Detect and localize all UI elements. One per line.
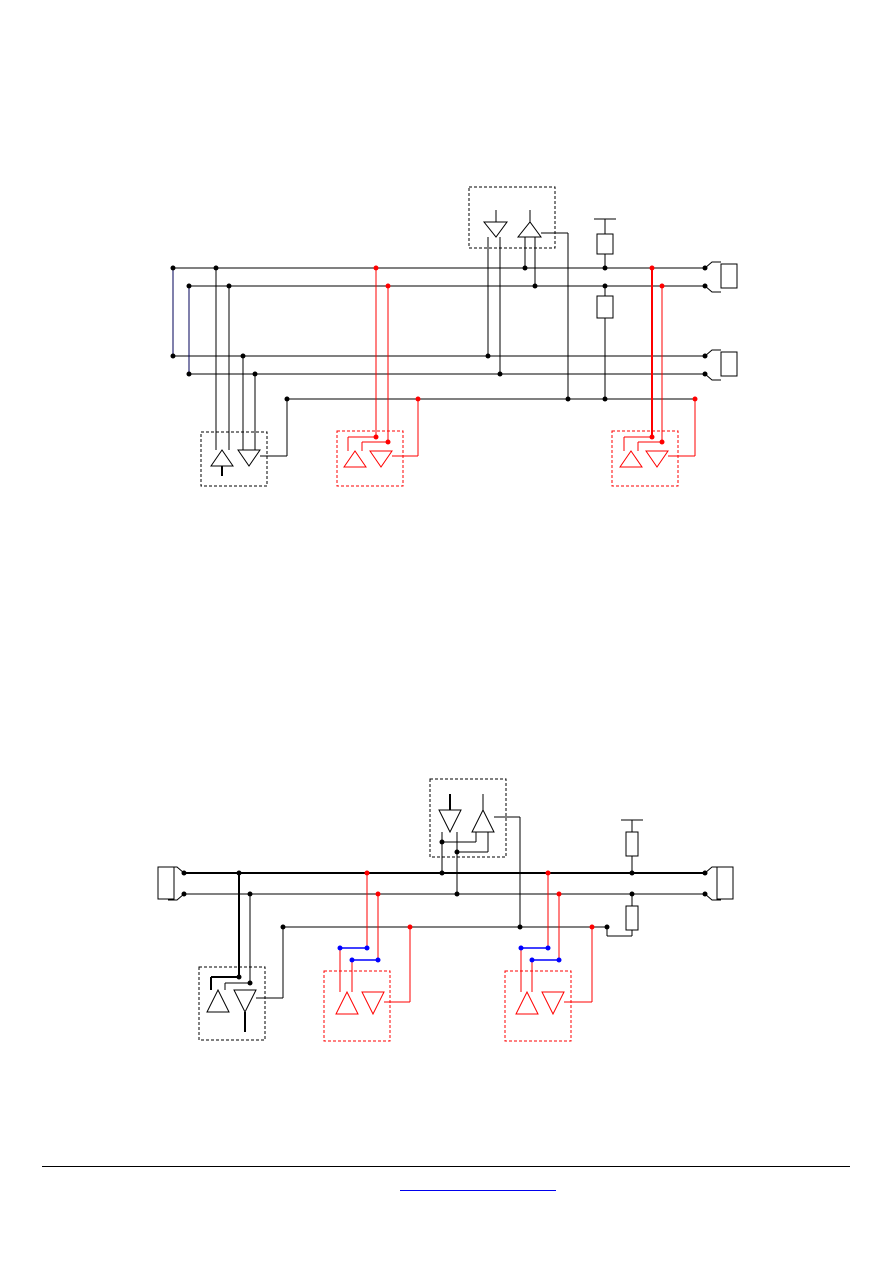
footer-link[interactable] — [400, 1180, 556, 1191]
red-transceiver-box-2 — [504, 970, 572, 1042]
left-transceiver-box — [200, 431, 268, 487]
top-transceiver-box — [468, 186, 556, 249]
top-network-diagram — [170, 186, 738, 487]
footer-divider — [42, 1166, 850, 1167]
bottom-network-diagram — [157, 778, 734, 1042]
red-transceiver-box-1 — [336, 430, 404, 487]
left-transceiver-box — [198, 966, 266, 1041]
red-transceiver-box-1 — [323, 970, 391, 1042]
top-transceiver-box — [429, 778, 507, 858]
red-transceiver-box-2 — [611, 430, 679, 487]
